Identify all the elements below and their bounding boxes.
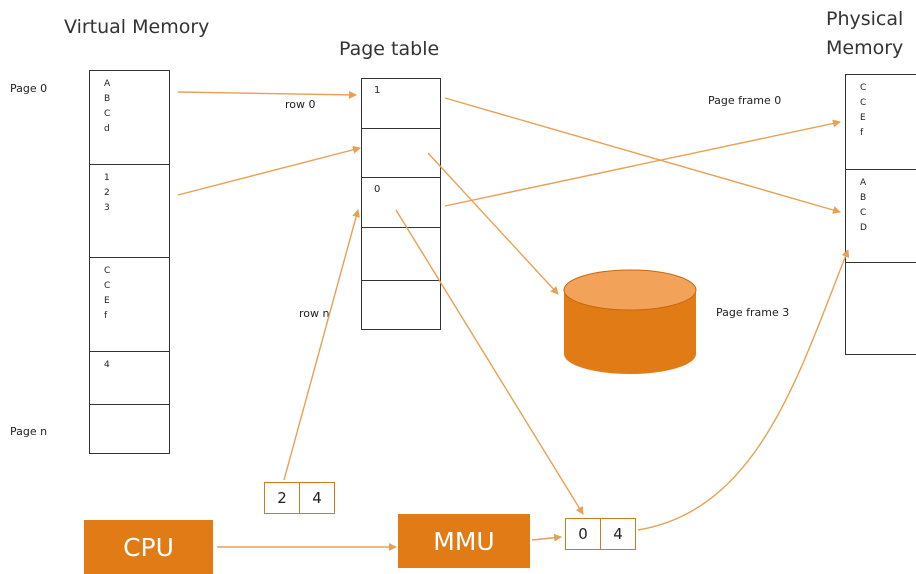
physical-frame-1: A B C D	[845, 169, 916, 263]
page-table-row-n	[361, 280, 441, 330]
virtual-page-0: A B C d	[89, 70, 170, 165]
physical-frame-2	[845, 262, 916, 355]
physical-frame-0-content: C C E f	[860, 83, 867, 138]
physical-memory-title-line2: Memory	[826, 37, 904, 59]
disk-icon	[563, 269, 697, 374]
physical-address-frame: 0	[565, 518, 601, 550]
page-table-title: Page table	[339, 38, 440, 60]
page-n-label: Page n	[10, 425, 48, 438]
row-0-label: row 0	[285, 98, 316, 111]
page-frame-0-label: Page frame 0	[708, 94, 782, 107]
virtual-address-offset: 4	[299, 482, 335, 514]
page-frame-3-label: Page frame 3	[716, 306, 790, 319]
page-table-row-2-value: 0	[374, 184, 381, 195]
page-table-row-1	[361, 128, 441, 178]
arrow-mmu-to-physical-address	[531, 533, 562, 542]
page-0-label: Page 0	[10, 82, 48, 95]
row-n-label: row n	[299, 307, 330, 320]
virtual-page-2: C C E f	[89, 257, 170, 352]
cpu-block: CPU	[84, 520, 213, 574]
mmu-label: MMU	[433, 526, 495, 556]
virtual-page-2-content: C C E f	[104, 266, 111, 321]
virtual-memory-title: Virtual Memory	[64, 16, 210, 38]
page-table-row-0: 1	[361, 78, 441, 129]
arrow-row1-to-disk	[427, 152, 559, 295]
page-table-row-3	[361, 227, 441, 281]
cpu-label: CPU	[123, 532, 174, 562]
arrow-virtual-address-to-row	[283, 209, 361, 481]
physical-frame-1-content: A B C D	[860, 178, 867, 233]
physical-memory-title-line1: Physical	[826, 8, 904, 30]
arrow-row0-to-frame1	[444, 97, 841, 214]
mmu-block: MMU	[398, 514, 530, 568]
arrow-physical-address-to-memory	[637, 249, 850, 531]
virtual-page-1-content: 1 2 3	[104, 173, 110, 213]
page-table-row-0-value: 1	[374, 85, 381, 96]
virtual-page-0-content: A B C d	[104, 79, 111, 134]
page-table-row-2: 0	[361, 177, 441, 228]
arrow-page0-to-row0	[177, 90, 357, 99]
virtual-page-3: 4	[89, 351, 170, 405]
physical-address-offset: 4	[600, 518, 636, 550]
arrow-row2-to-frame0	[444, 119, 841, 207]
arrow-page1-to-row1	[177, 145, 361, 196]
arrow-row2-to-physical-address	[395, 209, 584, 515]
virtual-page-3-content: 4	[104, 360, 110, 370]
virtual-page-n	[89, 404, 170, 454]
